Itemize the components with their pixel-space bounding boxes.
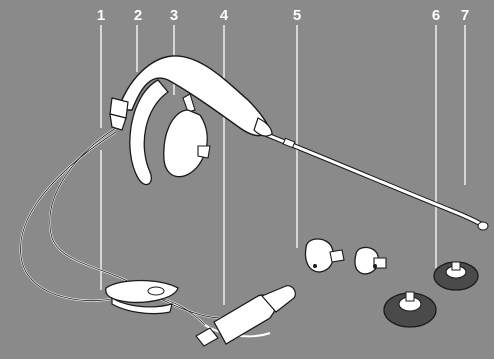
clothing-clip <box>106 281 178 314</box>
microphone-tip <box>478 222 488 230</box>
ear-tip-bulb <box>164 110 207 177</box>
microphone-boom <box>260 132 488 230</box>
ear-tip-large-stem <box>330 250 344 262</box>
ear-cushion-left <box>384 292 436 327</box>
ear-tip-flap <box>198 146 210 158</box>
spare-ear-tip-large <box>306 239 344 272</box>
cushion-left-post <box>406 292 414 301</box>
ear-tip-large-hole <box>313 264 317 268</box>
ear-tip-stem <box>183 94 195 112</box>
clip-top <box>106 281 178 303</box>
spare-ear-tip-small <box>355 247 386 274</box>
boom-joint <box>283 138 294 147</box>
ear-tip-mounted <box>164 94 210 177</box>
ear-tip-small-hole <box>373 264 377 268</box>
ear-cushion-right <box>434 262 478 290</box>
ear-tip-large-body <box>306 239 334 272</box>
cushion-right-post <box>452 262 460 270</box>
